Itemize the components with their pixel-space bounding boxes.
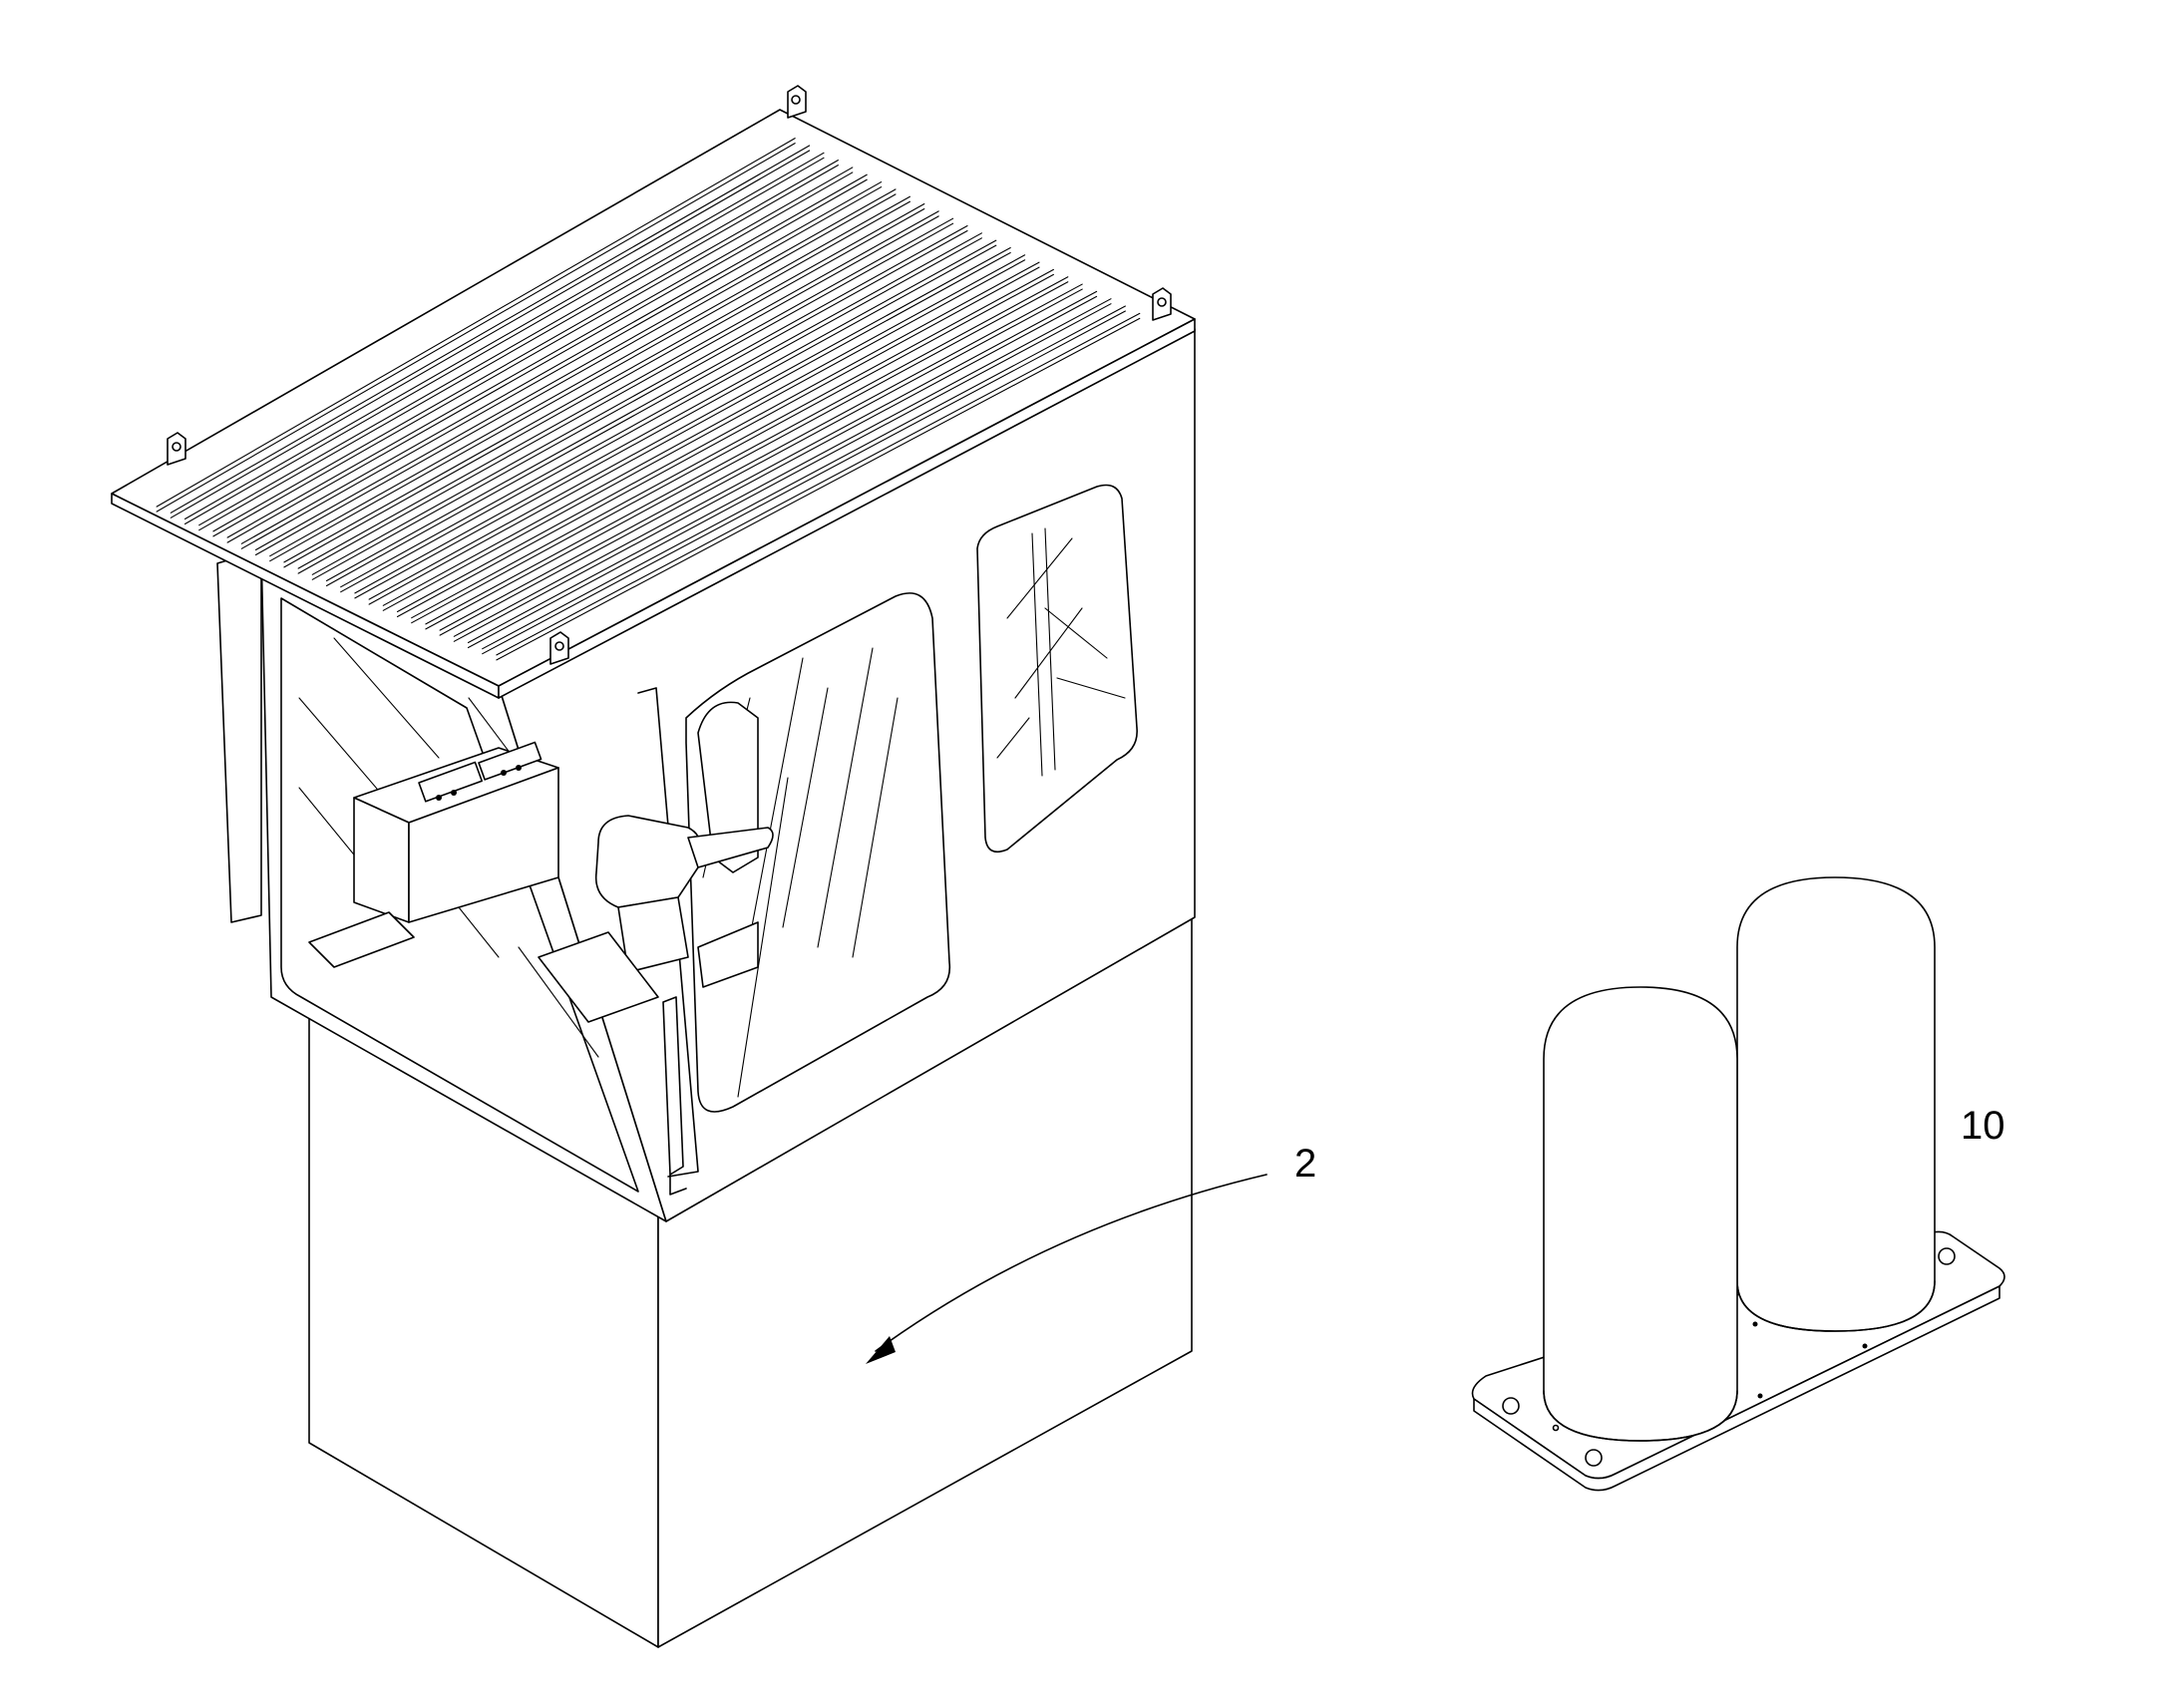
cab-assembly	[111, 85, 1196, 1648]
roof-rib-line	[496, 312, 1141, 656]
roof-rib-line	[156, 143, 796, 512]
roof-rib-line	[240, 181, 883, 544]
door-window	[685, 592, 951, 1113]
roof-rib-line	[198, 165, 839, 531]
roof-rib-line	[325, 224, 968, 582]
roof-rib-line	[226, 173, 868, 538]
roof-rib-line	[425, 276, 1069, 625]
cab-left-wall	[216, 549, 262, 923]
roof-rib-line	[170, 145, 811, 513]
door-handle-icon	[662, 996, 684, 1176]
lifting-lug-icon	[787, 85, 807, 119]
roof-rib-line	[411, 268, 1054, 619]
roof-rib-line	[283, 207, 925, 568]
roof-rib-line	[311, 222, 954, 580]
roof-rib-line	[453, 290, 1098, 637]
lifting-lug-icon	[549, 631, 569, 665]
lifting-lug-icon	[167, 432, 186, 466]
roof-rib-line	[368, 246, 1011, 600]
roof-rib-line	[340, 232, 982, 588]
roof-rib-line	[340, 237, 982, 593]
roof-rib-line	[482, 310, 1126, 655]
callout-label-10: 10	[1961, 1104, 2005, 1148]
roof-rib-line	[467, 303, 1112, 649]
operator-seat	[538, 701, 774, 1023]
roof-rib-line	[254, 193, 897, 556]
bollard-assembly: 10	[1471, 876, 2005, 1492]
roof-rib-line	[254, 188, 897, 551]
roof-rib-line	[496, 317, 1141, 661]
roof-rib-line	[467, 298, 1112, 644]
roof-rib-line	[297, 215, 939, 574]
front-windscreen	[280, 597, 639, 1193]
lifting-lug-icon	[1152, 287, 1172, 321]
roof-rib-line	[368, 251, 1011, 605]
roof-rib-line	[354, 239, 997, 594]
cab-roof	[111, 85, 1196, 699]
roof-rib-line	[453, 295, 1098, 642]
roof-rib-line	[226, 178, 868, 543]
roof-rib-line	[425, 281, 1069, 630]
roof-rib-line	[396, 266, 1040, 618]
callout-2: 2	[866, 1142, 1316, 1364]
roof-rib-line	[156, 138, 796, 508]
control-console	[308, 741, 559, 968]
roof-rib-line	[311, 217, 954, 575]
roof-rib-line	[411, 273, 1054, 624]
roof-rib-line	[170, 150, 811, 518]
roof-rib-line	[382, 259, 1026, 611]
roof-rib-line	[283, 202, 925, 563]
bollard-front	[1543, 986, 1738, 1442]
callout-label-2: 2	[1294, 1142, 1316, 1186]
roof-rib-line	[396, 261, 1040, 613]
roof-rib-line	[482, 305, 1126, 650]
roof-rib-line	[297, 210, 939, 569]
roof-rib-line	[269, 195, 910, 557]
roof-ribs	[156, 138, 1141, 661]
roof-rib-line	[198, 160, 839, 526]
roof-rib-line	[240, 186, 883, 549]
roof-rib-line	[439, 288, 1083, 636]
cab-rear-window	[976, 484, 1138, 854]
bollard-rear	[1736, 876, 1936, 1332]
roof-rib-line	[269, 200, 910, 562]
roof-rib-line	[212, 167, 854, 532]
roof-rib-line	[382, 254, 1026, 606]
roof-rib-line	[183, 152, 825, 520]
roof-rib-line	[354, 244, 997, 599]
roof-rib-line	[183, 157, 825, 525]
roof-rib-line	[325, 229, 968, 587]
roof-rib-line	[439, 283, 1083, 631]
roof-rib-line	[212, 171, 854, 537]
